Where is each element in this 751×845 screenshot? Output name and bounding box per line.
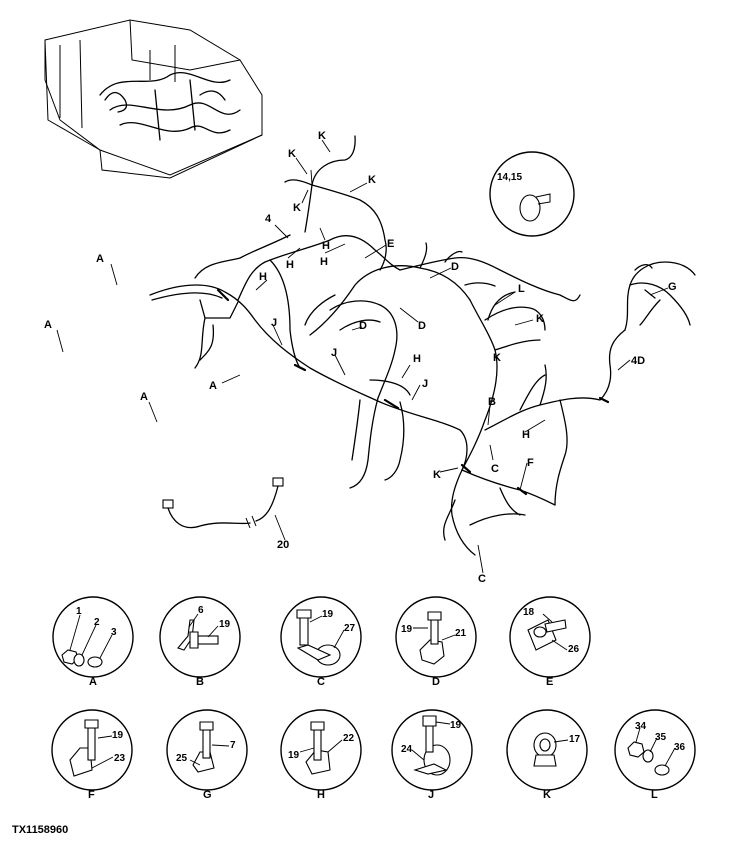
- clamp-14-15-detail: [489, 151, 575, 237]
- part-number: 19: [288, 750, 300, 761]
- part-number: 26: [568, 644, 580, 655]
- svg-text:L: L: [518, 283, 525, 295]
- detail-l: 34 35 36 L: [614, 709, 696, 801]
- machine-outline-icon: [44, 19, 263, 179]
- svg-text:E: E: [387, 238, 394, 250]
- part-number: 35: [655, 732, 667, 743]
- part-number: 3: [111, 627, 117, 638]
- svg-text:K: K: [493, 352, 501, 364]
- svg-text:K: K: [318, 130, 326, 142]
- part-number: 17: [569, 734, 581, 745]
- leader-lines: [56, 139, 669, 574]
- detail-letter: K: [543, 789, 551, 801]
- svg-text:K: K: [536, 313, 544, 325]
- part-number: 6: [198, 605, 204, 616]
- detail-f: 19 23 F: [51, 709, 133, 801]
- part-number: 19: [219, 619, 231, 630]
- svg-text:K: K: [293, 202, 301, 214]
- svg-text:A: A: [96, 253, 104, 265]
- detail-a: 1 2 3 A: [52, 596, 134, 688]
- callout-20: 20: [277, 539, 289, 551]
- detail-h: 19 22 H: [280, 709, 362, 801]
- location-labels: A A A A K K K K H H H H E D L K J D D J …: [44, 130, 677, 585]
- svg-text:H: H: [322, 240, 330, 252]
- detail-j: 24 19 J: [391, 709, 473, 801]
- svg-text:G: G: [668, 281, 677, 293]
- part-number: 34: [635, 721, 647, 732]
- detail-letter: J: [428, 789, 434, 801]
- svg-text:K: K: [288, 148, 296, 160]
- part-number: 19: [112, 730, 124, 741]
- callout-14-15: 14,15: [497, 172, 522, 183]
- part-number: 36: [674, 742, 686, 753]
- part-number: 23: [114, 753, 126, 764]
- part-number: 22: [343, 733, 355, 744]
- part-number: 19: [401, 624, 413, 635]
- callout-4d: 4D: [631, 355, 645, 367]
- svg-text:K: K: [433, 469, 441, 481]
- svg-text:A: A: [44, 319, 52, 331]
- detail-letter: A: [89, 676, 97, 688]
- svg-text:D: D: [359, 320, 367, 332]
- svg-text:B: B: [488, 396, 496, 408]
- part-number: 27: [344, 623, 356, 634]
- svg-text:D: D: [418, 320, 426, 332]
- svg-text:H: H: [522, 429, 530, 441]
- svg-text:F: F: [527, 457, 534, 469]
- part-number: 24: [401, 744, 413, 755]
- svg-text:A: A: [209, 380, 217, 392]
- detail-circles: 1 2 3 A 6 19 B 19 27 C: [51, 596, 696, 801]
- detail-k: 17 K: [506, 709, 588, 801]
- svg-text:J: J: [331, 347, 337, 359]
- hose-clamp-icon: [519, 193, 551, 222]
- callout-4: 4: [265, 213, 272, 225]
- svg-text:H: H: [286, 259, 294, 271]
- svg-text:H: H: [320, 256, 328, 268]
- part-number: 21: [455, 628, 467, 639]
- svg-text:C: C: [478, 573, 486, 585]
- svg-text:A: A: [140, 391, 148, 403]
- detail-b: 6 19 B: [159, 596, 241, 688]
- svg-text:K: K: [368, 174, 376, 186]
- detail-letter: B: [196, 676, 204, 688]
- detail-letter: D: [432, 676, 440, 688]
- detail-e: 18 26 E: [509, 596, 591, 688]
- detail-letter: C: [317, 676, 325, 688]
- part-number: 19: [450, 720, 462, 731]
- part-number: 25: [176, 753, 188, 764]
- svg-text:J: J: [271, 317, 277, 329]
- detail-letter: H: [317, 789, 325, 801]
- detail-c: 19 27 C: [280, 596, 362, 688]
- detail-letter: E: [546, 676, 553, 688]
- detail-d: 19 21 D: [395, 596, 477, 688]
- wiring-harness-icon: [149, 135, 696, 556]
- separate-wire-20: [162, 477, 284, 529]
- svg-text:C: C: [491, 463, 499, 475]
- part-number: 1: [76, 606, 82, 617]
- figure-id: TX1158960: [12, 824, 68, 836]
- part-number: 19: [322, 609, 334, 620]
- part-number: 18: [523, 607, 535, 618]
- svg-text:J: J: [422, 378, 428, 390]
- svg-text:H: H: [413, 353, 421, 365]
- detail-letter: G: [203, 789, 212, 801]
- detail-letter: L: [651, 789, 658, 801]
- svg-text:H: H: [259, 271, 267, 283]
- part-number: 7: [230, 740, 236, 751]
- detail-letter: F: [88, 789, 95, 801]
- svg-text:D: D: [451, 261, 459, 273]
- part-number: 2: [94, 617, 100, 628]
- detail-g: 25 7 G: [166, 709, 248, 801]
